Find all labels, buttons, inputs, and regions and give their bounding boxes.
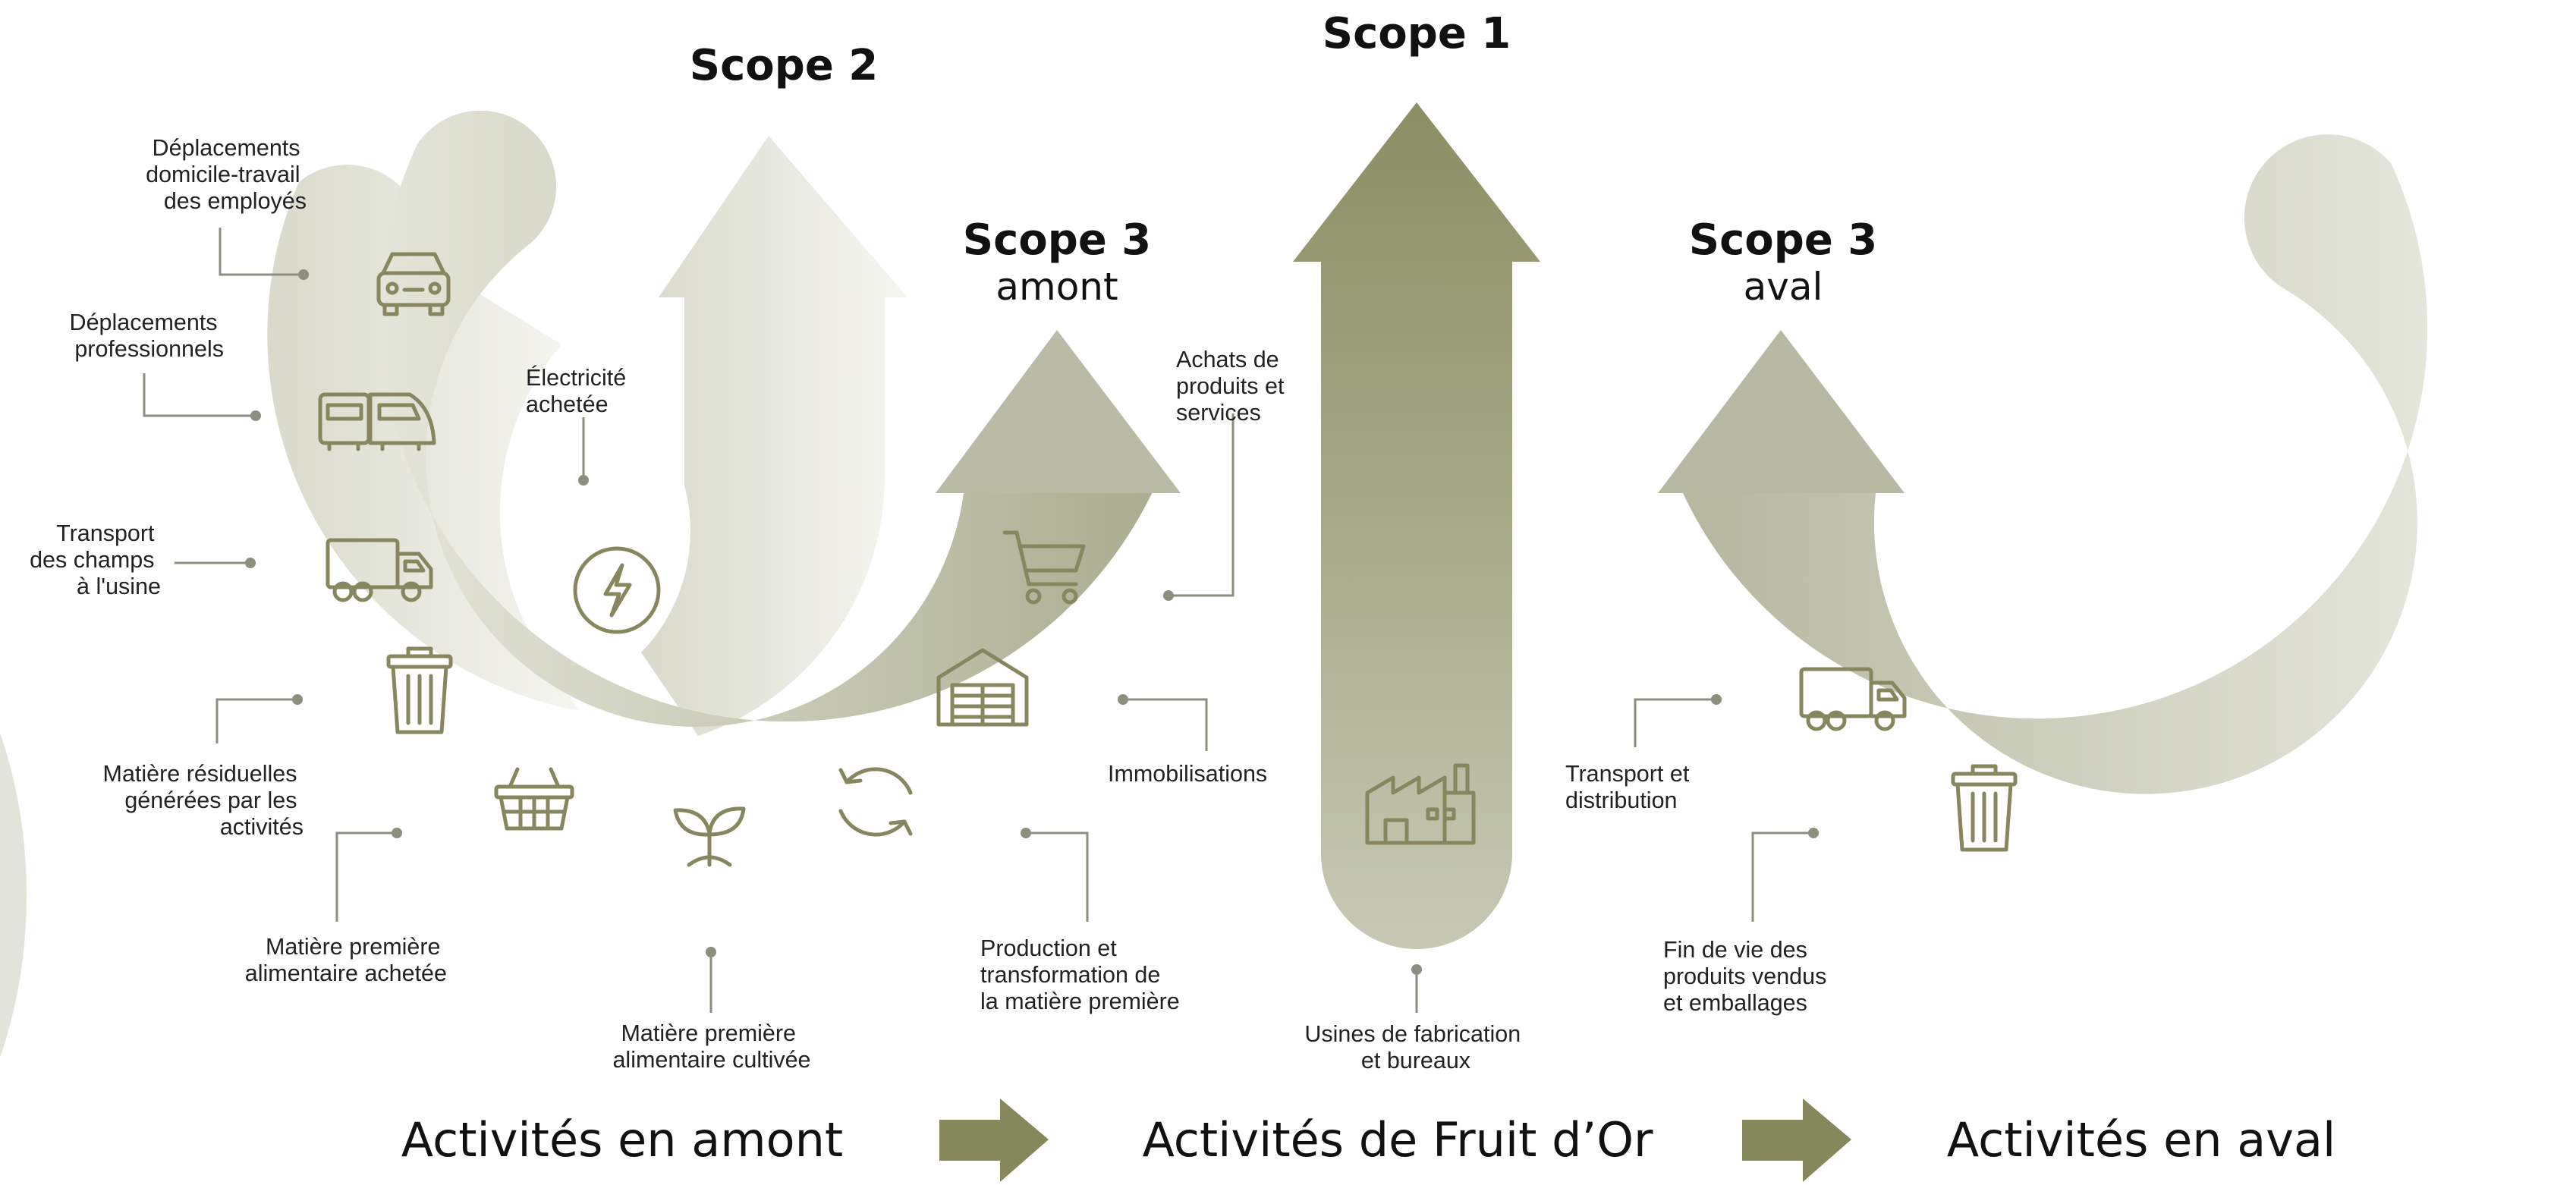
sprout-icon xyxy=(673,806,746,867)
scope3-upstream-subtitle: amont xyxy=(995,265,1118,309)
basket-icon xyxy=(494,767,574,831)
car-icon xyxy=(376,252,451,316)
label-end-of-life: Fin de vie des produits vendus et emball… xyxy=(1663,937,1833,1016)
label-factories: Usines de fabrication et bureaux xyxy=(1304,1021,1527,1073)
footer-upstream: Activités en amont xyxy=(401,1112,843,1168)
shopping-cart-icon xyxy=(1002,530,1086,605)
trash-icon-downstream xyxy=(1951,764,2018,852)
label-raw-material-grown: Matière première alimentaire cultivée xyxy=(612,1020,810,1073)
label-purchases: Achats de produits et services xyxy=(1176,347,1291,426)
scope3-upstream-band xyxy=(379,110,1156,728)
scope3-upstream-arrowhead xyxy=(936,330,1181,493)
label-residual-materials: Matière résiduelles générées par les act… xyxy=(103,761,304,840)
scope3-downstream-subtitle: aval xyxy=(1744,265,1823,309)
scope3-downstream-arrowhead xyxy=(1658,330,1904,493)
edge-decoration xyxy=(0,733,27,1058)
truck-icon-downstream xyxy=(1799,667,1907,731)
scope2-title: Scope 2 xyxy=(690,41,879,90)
trash-icon-upstream xyxy=(386,646,453,734)
scope2-arrow xyxy=(641,136,907,736)
footer-company: Activités de Fruit d’Or xyxy=(1142,1112,1653,1168)
label-fixed-assets: Immobilisations xyxy=(1108,761,1267,787)
footer-arrow-2 xyxy=(1742,1099,1851,1182)
label-electricity: Électricité achetée xyxy=(526,364,633,417)
footer-arrow-1 xyxy=(939,1099,1049,1182)
scope3-downstream-band xyxy=(1683,134,2428,794)
footer-downstream: Activités en aval xyxy=(1947,1112,2335,1168)
scope3-upstream-title: Scope 3 xyxy=(963,215,1152,265)
train-icon xyxy=(318,392,436,451)
label-transport-distribution: Transport et distribution xyxy=(1565,761,1696,813)
factory-icon xyxy=(1365,763,1476,845)
warehouse-icon xyxy=(936,648,1029,727)
recycle-icon xyxy=(838,767,913,837)
label-production: Production et transformation de la matiè… xyxy=(980,935,1180,1014)
label-raw-material-bought: Matière première alimentaire achetée xyxy=(245,934,447,986)
label-commute: Déplacements domicile-travail des employ… xyxy=(146,135,307,214)
label-transport-fields: Transport des champs à l'usine xyxy=(30,520,161,599)
lightning-icon xyxy=(573,546,661,634)
leader-lines xyxy=(143,228,1819,1013)
scope1-title: Scope 1 xyxy=(1323,9,1511,58)
scope1-arrow xyxy=(1293,102,1540,949)
label-business-travel: Déplacements professionnels xyxy=(70,310,224,362)
scope3-downstream-title: Scope 3 xyxy=(1689,215,1878,265)
truck-icon-upstream xyxy=(326,538,433,602)
